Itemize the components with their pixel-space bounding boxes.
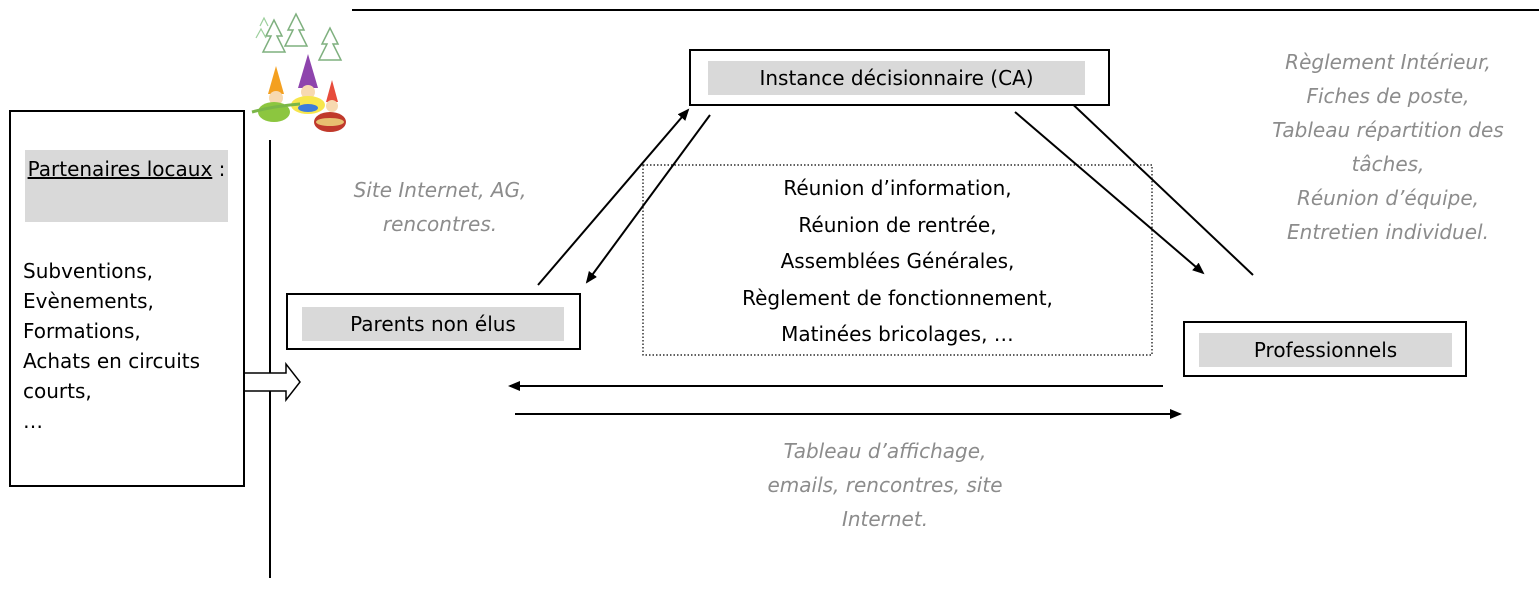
center-line: Règlement de fonctionnement, [742,285,1053,310]
arrow-parents-to-ca [537,108,690,286]
instance-label: Instance décisionnaire (CA) [708,61,1085,95]
note-line: Réunion d’équipe, [1296,186,1480,210]
partenaires-item: Formations, [23,319,141,343]
instance-box: Instance décisionnaire (CA) [689,49,1110,106]
arrow-ca-to-pros [1014,111,1205,275]
partenaires-title-underlined: Partenaires locaux [27,157,213,181]
note-line: Internet. [841,507,929,531]
note-pros-ca: Règlement Intérieur, Fiches de poste, Ta… [1238,45,1538,249]
partenaires-title-suffix: : [212,157,226,181]
note-line: rencontres. [382,212,498,236]
partenaires-item: Achats en circuits courts, [23,349,201,403]
note-line: Fiches de poste, [1306,84,1470,108]
note-line: emails, rencontres, site [767,473,1003,497]
center-dotted-box [642,164,1153,356]
note-line: Tableau d’affichage, [783,439,987,463]
note-line: Règlement Intérieur, [1285,50,1491,74]
arrow-pros-to-ca [1061,93,1254,276]
center-line: Assemblées Générales, [780,249,1015,273]
partenaires-item: Evènements, [23,289,154,313]
partenaires-title-bg [25,150,228,222]
center-line: Réunion de rentrée, [798,212,997,237]
professionnels-box: Professionnels [1183,321,1467,377]
parents-box: Parents non élus [286,293,581,350]
parents-label: Parents non élus [302,307,564,341]
partenaires-list: Subventions, Evènements, Formations, Ach… [23,256,223,436]
center-line: Réunion d’information, [783,176,1012,200]
arrow-ca-to-parents [585,114,711,284]
note-line: Tableau répartition des [1272,118,1504,142]
gnome-figures-logo-icon [251,12,346,132]
partenaires-item: Subventions, [23,259,153,283]
partenaires-item: … [23,409,43,433]
center-line: Matinées bricolages, … [781,322,1014,346]
professionnels-label: Professionnels [1199,333,1452,367]
note-line: Site Internet, AG, [353,178,527,202]
center-box-text: Réunion d’information, Réunion de rentré… [643,170,1152,353]
note-line: Entretien individuel. [1287,220,1489,244]
note-line: tâches, [1351,152,1425,176]
note-parents-pros: Tableau d’affichage, emails, rencontres,… [735,434,1035,536]
partenaires-box: Partenaires locaux : Subventions, Evènem… [9,110,245,487]
partenaires-title: Partenaires locaux : [25,152,228,186]
note-parents-ca: Site Internet, AG, rencontres. [315,173,565,241]
